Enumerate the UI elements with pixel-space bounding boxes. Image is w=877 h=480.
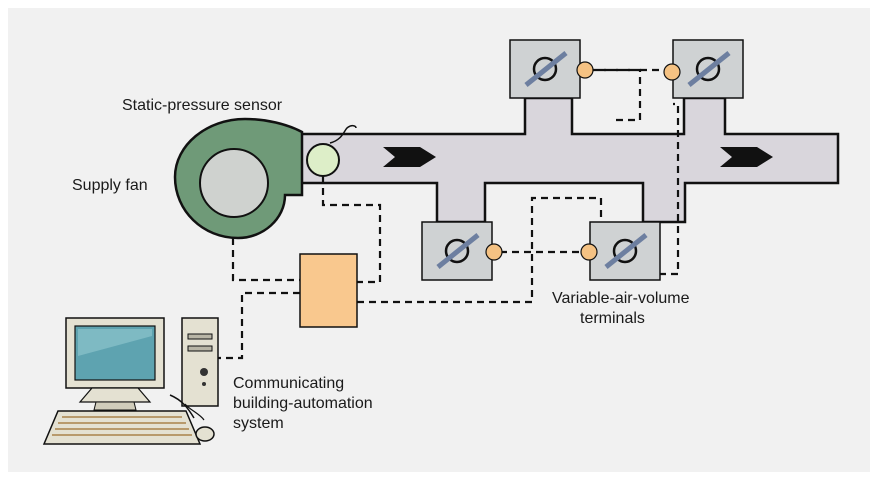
damper-icon xyxy=(436,233,480,269)
static-pressure-sensor xyxy=(306,143,340,177)
vav-terminal-upper-right xyxy=(663,39,744,99)
label-vav-line1: Variable-air-volume xyxy=(552,290,690,307)
control-wiring xyxy=(218,68,680,360)
arrow-icon xyxy=(720,147,773,167)
label-static-pressure-sensor: Static-pressure sensor xyxy=(122,97,283,114)
arrow-icon xyxy=(383,147,436,167)
fan-hub xyxy=(199,148,269,218)
supply-fan xyxy=(173,117,304,240)
terminal-controller-dot xyxy=(576,61,594,79)
controller xyxy=(299,253,358,328)
terminal-controller-dot xyxy=(580,243,598,261)
keyboard-icon xyxy=(42,410,202,445)
label-bas-line1: Communicating xyxy=(233,375,344,392)
sensor-leader-line xyxy=(329,124,357,144)
terminal-controller-dot xyxy=(485,243,503,261)
vav-terminal-lower-right xyxy=(580,221,661,281)
damper-icon xyxy=(524,51,568,87)
mouse-icon xyxy=(169,394,215,442)
computer-icon xyxy=(65,317,219,411)
label-vav-line2: terminals xyxy=(580,310,645,327)
monitor-stand xyxy=(78,387,152,403)
vav-terminal-lower-left xyxy=(421,221,503,281)
label-bas-line3: system xyxy=(233,415,284,432)
terminal-controller-dot xyxy=(663,63,681,81)
damper-icon xyxy=(604,233,648,269)
vav-terminal-upper-left xyxy=(509,39,594,99)
computer-tower xyxy=(181,317,219,407)
label-supply-fan: Supply fan xyxy=(72,177,148,194)
damper-icon xyxy=(687,51,731,87)
label-bas-line2: building-automation xyxy=(233,395,373,412)
mouse-cable xyxy=(169,394,195,419)
